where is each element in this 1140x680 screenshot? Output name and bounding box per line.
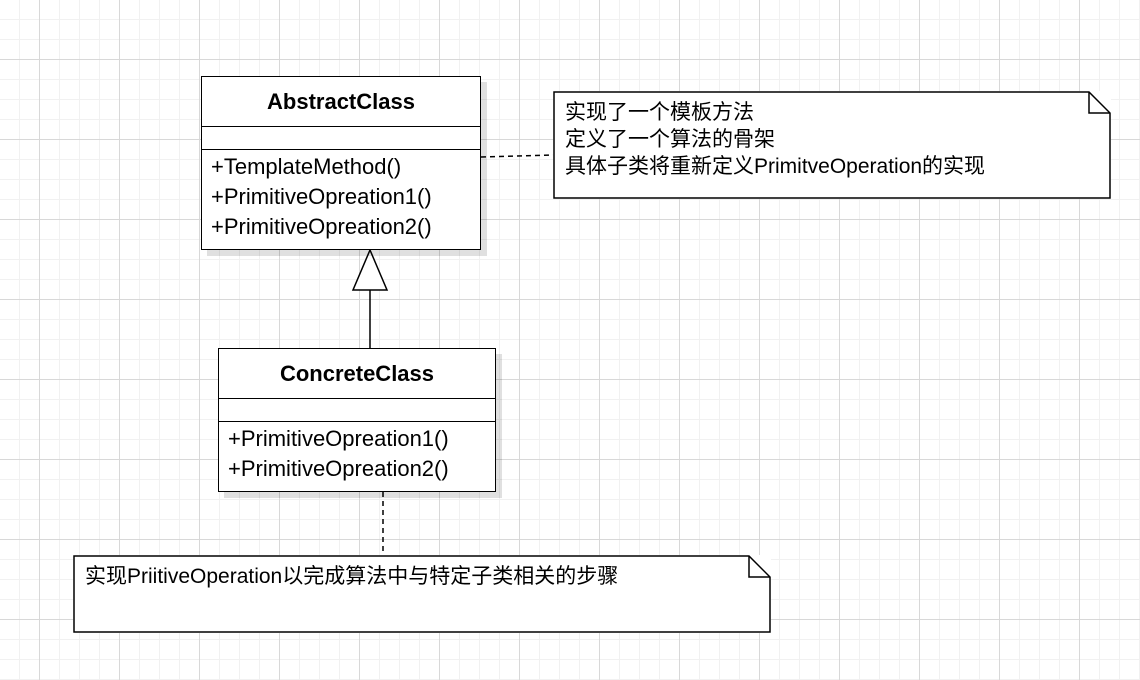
concrete-class-attributes <box>219 399 495 422</box>
note-frame <box>553 91 1111 199</box>
abstract-method-1: +TemplateMethod() <box>211 154 402 179</box>
abstract-method-2: +PrimitiveOpreation1() <box>211 184 432 209</box>
concrete-note[interactable]: 实现PriitiveOperation以完成算法中与特定子类相关的步骤 <box>73 555 771 633</box>
abstract-class-box[interactable]: AbstractClass +TemplateMethod() +Primiti… <box>201 76 481 250</box>
abstract-note-line-2: 定义了一个算法的骨架 <box>565 128 775 151</box>
concrete-note-text: 实现PriitiveOperation以完成算法中与特定子类相关的步骤 <box>73 555 771 590</box>
abstract-method-3: +PrimitiveOpreation2() <box>211 214 432 239</box>
abstract-note-text: 实现了一个模板方法 定义了一个算法的骨架 具体子类将重新定义PrimitveOp… <box>553 91 1111 180</box>
abstract-note-anchor <box>480 154 555 158</box>
concrete-method-2: +PrimitiveOpreation2() <box>228 456 449 481</box>
concrete-class-name: ConcreteClass <box>219 349 495 399</box>
abstract-note-line-3: 具体子类将重新定义PrimitveOperation的实现 <box>565 155 986 178</box>
abstract-class-methods: +TemplateMethod() +PrimitiveOpreation1()… <box>202 150 480 242</box>
abstract-class-name: AbstractClass <box>202 77 480 127</box>
generalization-arrowhead <box>351 248 389 291</box>
concrete-class-box[interactable]: ConcreteClass +PrimitiveOpreation1() +Pr… <box>218 348 496 492</box>
abstract-class-attributes <box>202 127 480 150</box>
concrete-class-methods: +PrimitiveOpreation1() +PrimitiveOpreati… <box>219 422 495 484</box>
concrete-note-line-1: 实现PriitiveOperation以完成算法中与特定子类相关的步骤 <box>85 565 619 588</box>
abstract-note[interactable]: 实现了一个模板方法 定义了一个算法的骨架 具体子类将重新定义PrimitveOp… <box>553 91 1111 199</box>
note-frame <box>73 555 771 633</box>
abstract-note-line-1: 实现了一个模板方法 <box>565 101 754 124</box>
concrete-method-1: +PrimitiveOpreation1() <box>228 426 449 451</box>
